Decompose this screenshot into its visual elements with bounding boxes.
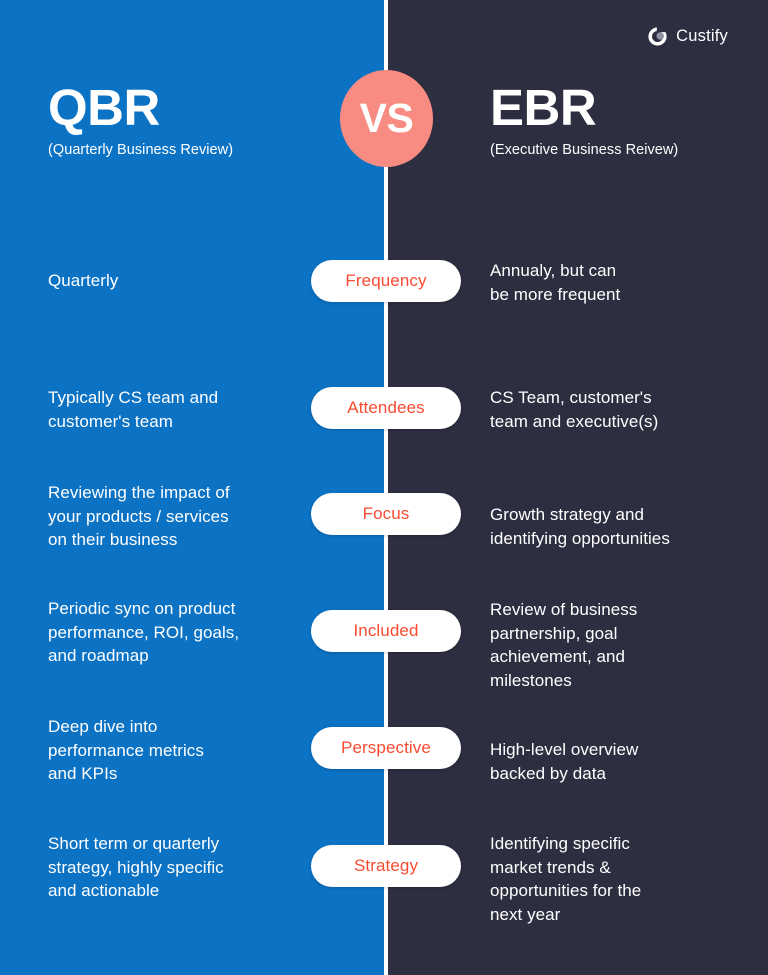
header-ebr: EBR (Executive Business Reivew) [490, 79, 679, 159]
header-qbr: QBR (Quarterly Business Review) [48, 79, 234, 159]
row-label-text: Frequency [345, 271, 427, 290]
brand-logo: Custify [647, 26, 728, 47]
row-label-pill[interactable]: Included [311, 610, 461, 652]
ebr-subtitle: (Executive Business Reivew) [490, 142, 679, 159]
row-label-pill[interactable]: Focus [311, 493, 461, 535]
row-label-pill[interactable]: Frequency [311, 260, 461, 302]
row-label-text: Focus [362, 504, 410, 523]
row-label-text: Attendees [347, 398, 425, 417]
ebr-title: EBR [490, 79, 597, 136]
custify-logo-icon [647, 26, 668, 47]
row-label-pill[interactable]: Strategy [311, 845, 461, 887]
vs-label: VS [359, 95, 414, 141]
center-divider [384, 0, 388, 975]
qbr-subtitle: (Quarterly Business Review) [48, 142, 234, 159]
right-panel-ebr [386, 0, 768, 975]
row-label-text: Perspective [341, 738, 431, 757]
row-label-text: Strategy [353, 856, 419, 875]
row-left-text: Quarterly [48, 271, 119, 290]
row-label-pill[interactable]: Attendees [311, 387, 461, 429]
left-panel-qbr [0, 0, 386, 975]
vs-badge: VS [340, 70, 433, 167]
brand-name-label: Custify [676, 27, 728, 45]
row-label-text: Included [353, 621, 419, 640]
row-label-pill[interactable]: Perspective [311, 727, 461, 769]
qbr-title: QBR [48, 79, 160, 136]
